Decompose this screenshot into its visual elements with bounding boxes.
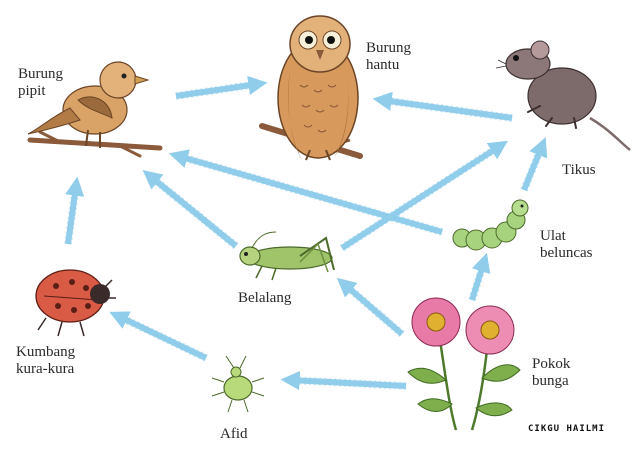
arrow-grasshopper-to-rat <box>340 140 509 251</box>
caterpillar-illustration <box>452 199 529 251</box>
label-owl: Burung hantu <box>366 40 411 73</box>
grasshopper-illustration <box>239 231 335 281</box>
label-sparrow: Burung pipit <box>18 66 63 99</box>
arrow-flower-to-aphid <box>280 370 407 391</box>
label-aphid: Afid <box>220 426 248 442</box>
aphid-illustration <box>211 355 265 413</box>
arrow-aphid-to-ladybird <box>109 311 208 361</box>
arrows-layer <box>64 75 548 391</box>
rat-illustration <box>495 40 631 151</box>
arrow-grasshopper-to-sparrow <box>142 169 238 249</box>
label-grasshopper: Belalang <box>238 290 292 306</box>
label-flower: Pokok bunga <box>532 356 571 389</box>
arrow-flower-to-grasshopper <box>336 277 404 337</box>
arrow-caterpillar-to-rat <box>521 137 548 192</box>
arrow-sparrow-to-owl <box>175 75 268 99</box>
arrow-ladybird-to-sparrow <box>65 176 85 245</box>
watermark: CIKGU HAILMI <box>528 424 606 434</box>
arrow-flower-to-caterpillar <box>469 252 491 301</box>
label-ladybird: Kumbang kura-kura <box>16 344 76 377</box>
ladybird-illustration <box>35 269 116 337</box>
label-caterpillar: Ulat beluncas <box>540 228 593 261</box>
arrow-rat-to-owl <box>372 91 513 121</box>
arrow-caterpillar-to-sparrow <box>168 149 443 235</box>
label-rat: Tikus <box>562 162 596 178</box>
flower-illustration <box>407 297 521 431</box>
sparrow-illustration <box>27 61 163 158</box>
owl-illustration <box>259 15 363 161</box>
